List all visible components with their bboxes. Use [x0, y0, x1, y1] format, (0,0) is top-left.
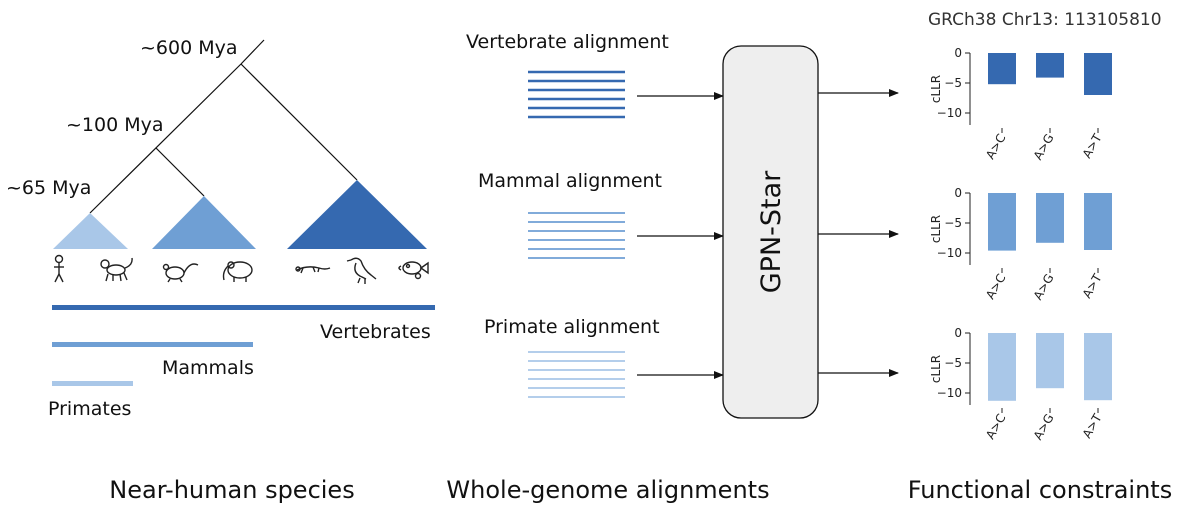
y-axis-label: cLLR: [929, 75, 943, 103]
constraint-chart-1: 0 −5 −10 cLLR A>C A>G A>T: [929, 46, 1112, 162]
bar-A>G: [1036, 193, 1064, 243]
vertebrate-alignment-label: Vertebrate alignment: [466, 31, 669, 53]
bar-A>T: [1084, 193, 1112, 250]
primates-range-bar: [52, 381, 133, 386]
bar-A>T: [1084, 333, 1112, 401]
mammals-label: Mammals: [162, 357, 254, 379]
y-tick-label: 0: [954, 186, 962, 200]
x-tick-label: A>T: [1080, 411, 1105, 441]
vertebrates-label: Vertebrates: [320, 321, 431, 343]
time-label-65mya: ~65 Mya: [6, 177, 91, 199]
mammals-range-bar: [52, 342, 253, 347]
vertebrates-clade-triangle: [287, 180, 427, 249]
model-name: GPN-Star: [756, 170, 787, 293]
x-tick-label: A>G: [1031, 412, 1057, 443]
vertebrates-range-bar: [52, 305, 435, 310]
monkey-icon: [100, 257, 133, 282]
fish-icon: [398, 261, 429, 280]
bar-A>G: [1036, 53, 1064, 78]
branch-mammals: [155, 147, 205, 197]
x-tick-label: A>T: [1080, 271, 1105, 301]
mammal-alignment-label: Mammal alignment: [478, 170, 662, 192]
primate-alignment-lines: [528, 351, 625, 398]
x-tick-label: A>C: [983, 132, 1008, 162]
y-axis-label: cLLR: [929, 215, 943, 243]
x-tick-label: A>G: [1031, 132, 1057, 163]
y-tick-label: −10: [937, 386, 962, 400]
mouse-icon: [162, 263, 199, 283]
mammals-clade-triangle: [152, 196, 256, 249]
x-tick-label: A>C: [983, 412, 1008, 442]
bar-A>C: [988, 193, 1016, 251]
bar-A>C: [988, 53, 1016, 85]
y-tick-label: −10: [937, 106, 962, 120]
alignments-panel: Vertebrate alignment Mammal alignment Pr…: [466, 31, 724, 398]
elephant-icon: [222, 261, 253, 282]
y-tick-label: 0: [954, 326, 962, 340]
genomic-coordinate: GRCh38 Chr13: 113105810: [928, 10, 1162, 30]
functional-constraint-charts: 0 −5 −10 cLLR A>C A>G A>T 0 −5 −10 cLLR A>C A>G A>T 0 −…: [929, 46, 1112, 442]
time-label-600mya: ~600 Mya: [140, 37, 238, 59]
mammal-alignment-lines: [528, 212, 625, 259]
gpn-star-model: GPN-Star: [722, 45, 899, 419]
primates-clade-triangle: [53, 213, 128, 249]
constraint-chart-2: 0 −5 −10 cLLR A>C A>G A>T: [929, 186, 1112, 302]
root-stem: [240, 39, 265, 65]
phylogenetic-tree: ~600 Mya ~100 Mya ~65 Mya: [6, 37, 435, 420]
section-whole-genome-alignments: Whole-genome alignments: [446, 476, 769, 504]
y-tick-label: −5: [944, 216, 962, 230]
x-tick-label: A>G: [1031, 272, 1057, 303]
bar-A>C: [988, 333, 1016, 401]
time-label-100mya: ~100 Mya: [66, 114, 164, 136]
model-box: [722, 45, 819, 419]
section-near-human-species: Near-human species: [109, 476, 354, 504]
y-axis-label: cLLR: [929, 355, 943, 383]
vertebrate-alignment-lines: [528, 70, 625, 119]
bar-A>G: [1036, 333, 1064, 389]
x-tick-label: A>T: [1080, 131, 1105, 161]
primates-label: Primates: [48, 398, 131, 420]
y-tick-label: 0: [954, 46, 962, 60]
primate-alignment-label: Primate alignment: [484, 316, 660, 338]
tree-branches: [89, 39, 358, 214]
constraint-chart-3: 0 −5 −10 cLLR A>C A>G A>T: [929, 326, 1112, 442]
bar-A>T: [1084, 53, 1112, 95]
human-icon: [54, 254, 64, 283]
y-tick-label: −5: [944, 76, 962, 90]
organism-icons: [54, 254, 429, 284]
y-tick-label: −5: [944, 356, 962, 370]
branch-root-vertebrates: [240, 63, 358, 181]
section-functional-constraints: Functional constraints: [908, 476, 1172, 504]
y-tick-label: −10: [937, 246, 962, 260]
x-tick-label: A>C: [983, 272, 1008, 302]
bird-icon: [346, 257, 377, 284]
branch-root-left: [89, 63, 242, 214]
lizard-icon: [295, 266, 331, 274]
